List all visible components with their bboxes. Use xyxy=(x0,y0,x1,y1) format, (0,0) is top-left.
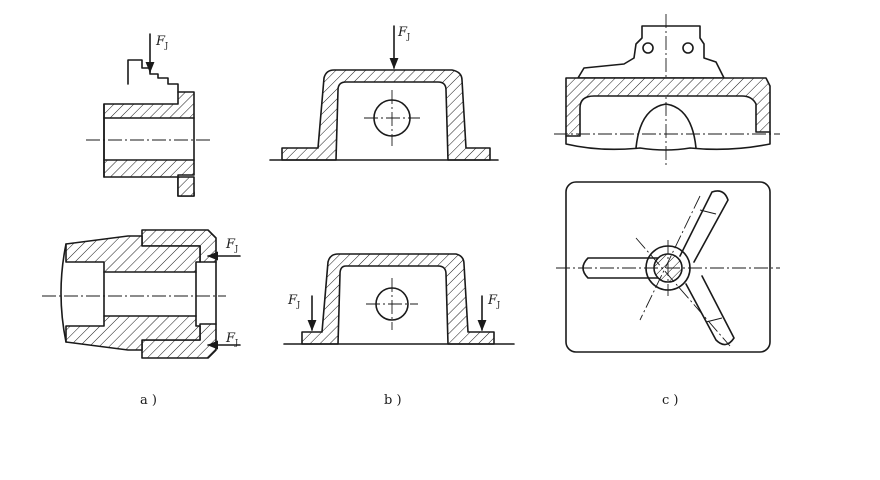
force-subscript-b-left: J xyxy=(296,300,300,309)
panel-b-lower-housing xyxy=(283,253,515,345)
force-subscript-a-right-bottom: J xyxy=(234,338,238,347)
panel-a-upper-bushing xyxy=(86,59,212,197)
force-label-a-right-bottom: F xyxy=(225,331,236,346)
panel-c-plan-view xyxy=(556,181,780,353)
panel-c-label: c ) xyxy=(662,393,679,408)
panel-b: F J F J F J b ) xyxy=(269,25,515,408)
panel-a-label: a ) xyxy=(140,393,157,408)
panel-b-label: b ) xyxy=(384,393,402,408)
panel-c: c ) xyxy=(554,14,780,408)
panel-c-housing-section xyxy=(554,77,780,151)
force-subscript-b-top: J xyxy=(406,32,410,41)
force-label-a-right-top: F xyxy=(225,237,236,252)
force-label-b-top: F xyxy=(397,25,408,40)
force-arrow-b-top: F J xyxy=(389,25,410,70)
panel-a-lower-collet xyxy=(42,229,226,359)
force-subscript-b-right: J xyxy=(496,300,500,309)
force-label-a-top: F xyxy=(155,34,166,49)
force-label-b-right: F xyxy=(487,293,498,308)
force-arrow-a-right-top: F J xyxy=(206,237,241,261)
panel-b-upper-housing xyxy=(269,69,499,161)
force-arrow-b-left: F J xyxy=(287,293,317,332)
force-label-b-left: F xyxy=(287,293,298,308)
panel-a: F J F J F J a ) xyxy=(42,33,241,408)
force-subscript-a-right-top: J xyxy=(234,244,238,253)
force-arrow-a-right-bottom: F J xyxy=(206,331,241,350)
force-subscript-a-top: J xyxy=(164,41,168,50)
force-arrow-a-top: F J xyxy=(145,33,168,74)
force-arrow-b-right: F J xyxy=(477,293,500,332)
